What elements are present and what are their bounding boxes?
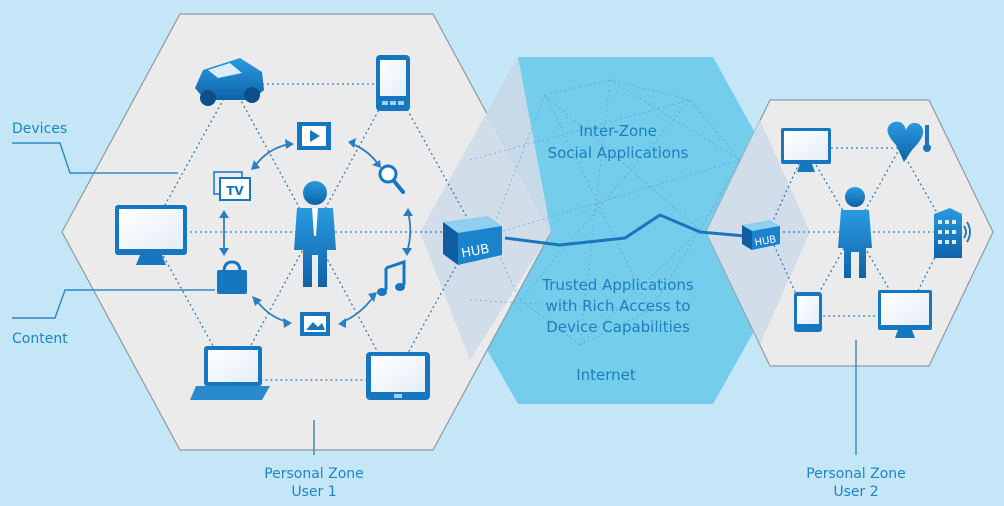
content-label: Content [12, 331, 68, 347]
zone1-title-line1: Personal Zone [264, 466, 364, 482]
tv-content-icon: TV [213, 171, 251, 201]
desktop-monitor-icon [115, 205, 187, 265]
folder-lock-icon [217, 260, 247, 294]
health-sensor-icon [887, 121, 931, 162]
hub-2: HUB [742, 220, 780, 250]
interzone-line2: Social Applications [548, 144, 689, 162]
hub-1: HUB [443, 216, 502, 265]
zone2-phone-icon [794, 292, 822, 332]
hub-2-label: HUB [754, 234, 777, 249]
music-icon [377, 259, 406, 296]
internet-mesh [469, 79, 741, 346]
zone2-title-line1: Personal Zone [806, 466, 906, 482]
car-icon [195, 58, 264, 106]
tablet-icon [366, 352, 430, 400]
tv-label: TV [226, 184, 244, 198]
trusted-line1: Trusted Applications [541, 276, 694, 294]
zone2-tv-icon [878, 290, 932, 338]
user2-figure-icon [838, 187, 872, 278]
callout-lines [12, 142, 857, 455]
image-icon [300, 312, 330, 336]
hub-1-label: HUB [460, 242, 490, 262]
internet-label: Internet [576, 366, 636, 384]
laptop-icon [190, 346, 270, 400]
overlap-zone1-internet [420, 57, 551, 360]
arrow-heads [219, 138, 413, 328]
user1-figure-icon [294, 181, 336, 287]
smart-building-icon [934, 208, 971, 258]
search-icon [378, 164, 405, 194]
devices-label: Devices [12, 121, 67, 137]
phone-icon [376, 55, 410, 111]
trusted-line3: Device Capabilities [546, 318, 690, 336]
zone2-title-line2: User 2 [833, 484, 878, 500]
video-icon [297, 122, 331, 150]
zone2-monitor-icon [781, 128, 831, 172]
trusted-line2: with Rich Access to [546, 297, 691, 315]
hub-connection-line [504, 213, 746, 247]
interzone-line1: Inter-Zone [579, 122, 657, 140]
zone1-title-line2: User 1 [291, 484, 336, 500]
